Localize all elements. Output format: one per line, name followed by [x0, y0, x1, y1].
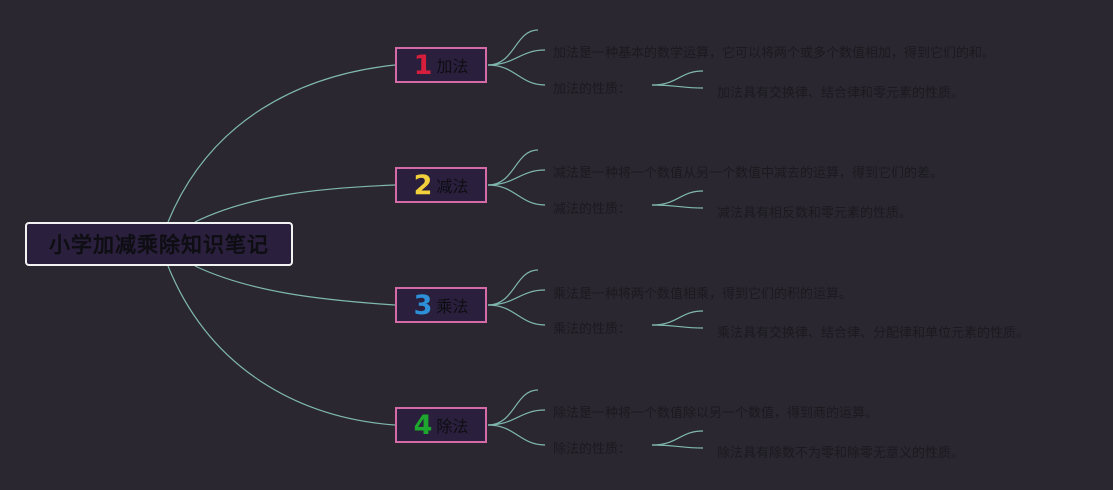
branch-number-badge: 2	[413, 169, 433, 201]
connector-detail-top-division	[651, 430, 704, 446]
connector-def-subtraction	[487, 169, 546, 186]
branch-label: 乘法	[436, 297, 469, 316]
connector-def-addition	[487, 49, 546, 66]
connector-detail-division	[651, 444, 704, 449]
connector-prop-division	[487, 424, 546, 446]
connector-prop-multiplication	[487, 304, 546, 326]
connector-detail-multiplication	[651, 324, 704, 329]
branch-number-badge: 1	[413, 49, 433, 81]
connector-def-division	[487, 409, 546, 426]
leaf-property-label-division[interactable]: 除法的性质：	[553, 442, 632, 457]
leaf-property-detail-addition[interactable]: 加法具有交换律、结合律和零元素的性质。	[717, 86, 965, 101]
leaf-definition-addition[interactable]: 加法是一种基本的数学运算，它可以将两个或多个数值相加，得到它们的和。	[553, 46, 996, 61]
connector-prop-subtraction	[487, 184, 546, 206]
connector-root-addition	[167, 64, 396, 223]
connector-root-multiplication	[194, 265, 396, 306]
leaf-definition-subtraction[interactable]: 减法是一种将一个数值从另一个数值中减去的运算，得到它们的差。	[553, 166, 944, 181]
connector-detail-subtraction	[651, 204, 704, 209]
branch-addition[interactable]: 1 加法	[395, 47, 487, 83]
leaf-definition-multiplication[interactable]: 乘法是一种将两个数值相乘，得到它们的积的运算。	[553, 287, 853, 302]
connector-root-division	[167, 265, 396, 426]
branch-subtraction[interactable]: 2 减法	[395, 167, 487, 203]
leaf-property-detail-multiplication[interactable]: 乘法具有交换律、结合律、分配律和单位元素的性质。	[717, 326, 1030, 341]
connector-root-subtraction	[194, 184, 396, 223]
connector-detail-top-multiplication	[651, 310, 704, 326]
connector-detail-addition	[651, 84, 704, 89]
connector-prop-addition	[487, 64, 546, 86]
branch-label: 减法	[436, 177, 469, 196]
leaf-property-label-subtraction[interactable]: 减法的性质：	[553, 202, 632, 217]
branch-label: 加法	[436, 57, 469, 76]
branch-label: 除法	[436, 417, 469, 436]
leaf-property-label-addition[interactable]: 加法的性质：	[553, 82, 632, 97]
branch-division[interactable]: 4 除法	[395, 407, 487, 443]
connector-detail-top-addition	[651, 70, 704, 86]
leaf-property-detail-division[interactable]: 除法具有除数不为零和除零无意义的性质。	[717, 446, 965, 461]
connector-detail-top-subtraction	[651, 190, 704, 206]
leaf-property-detail-subtraction[interactable]: 减法具有相反数和零元素的性质。	[717, 206, 913, 221]
branch-multiplication[interactable]: 3 乘法	[395, 287, 487, 323]
connector-def-multiplication	[487, 289, 546, 306]
leaf-property-label-multiplication[interactable]: 乘法的性质：	[553, 322, 632, 337]
branch-number-badge: 3	[413, 289, 433, 321]
branch-number-badge: 4	[413, 409, 433, 441]
root-topic[interactable]: 小学加减乘除知识笔记	[25, 222, 293, 266]
leaf-definition-division[interactable]: 除法是一种将一个数值除以另一个数值，得到商的运算。	[553, 406, 879, 421]
